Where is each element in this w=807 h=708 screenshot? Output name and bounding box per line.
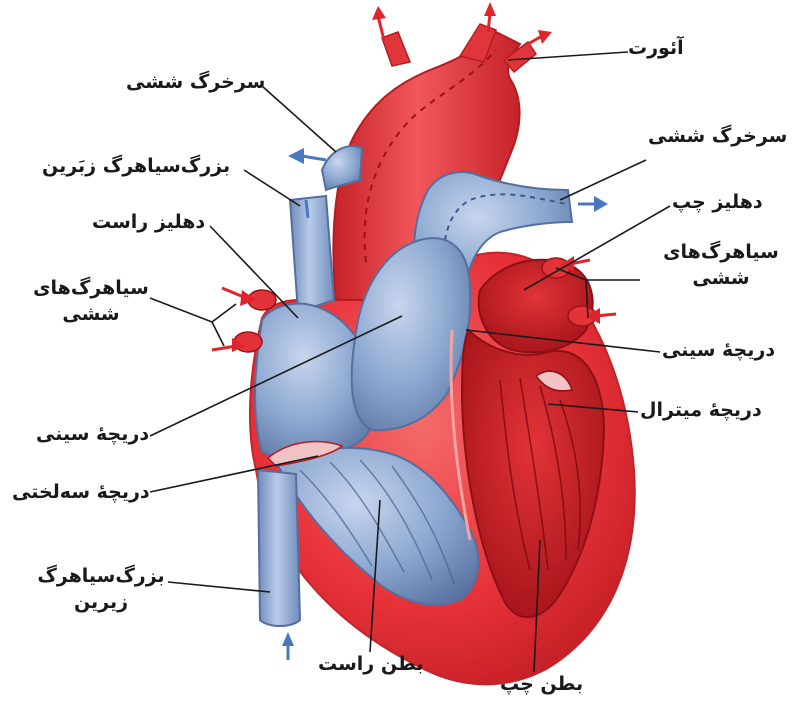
label-inferior-vena-cava: بزرگ‌سیاهرگ زیرین	[36, 564, 166, 615]
inferior-vena-cava-vessel	[258, 470, 300, 626]
label-right-ventricle: بطن راست	[318, 652, 424, 678]
label-pulmonary-artery-left: سرخرگ ششی	[126, 70, 265, 96]
label-tricuspid-valve: دریچهٔ سه‌لختی	[12, 480, 150, 506]
label-right-atrium: دهلیز راست	[92, 210, 205, 236]
label-semilunar-valve-left: دریچهٔ سینی	[36, 422, 149, 448]
label-left-atrium: دهلیز چپ	[672, 190, 763, 216]
label-aorta: آئورت	[628, 36, 684, 62]
label-left-ventricle: بطن چپ	[500, 672, 583, 698]
aorta-branch-1	[382, 32, 410, 66]
label-superior-vena-cava: بزرگ‌سیاهرگ زبَرین	[42, 154, 230, 180]
superior-vena-cava-vessel	[290, 196, 334, 312]
label-semilunar-valve-right: دریچهٔ سینی	[662, 338, 775, 364]
label-mitral-valve: دریچهٔ میترال	[640, 398, 762, 424]
label-pulmonary-veins-right-side: سیاهرگ‌های ششی	[16, 276, 166, 327]
label-pulmonary-artery-right: سرخرگ ششی	[648, 124, 787, 150]
label-pulmonary-veins-left-side: سیاهرگ‌های ششی	[640, 240, 802, 291]
